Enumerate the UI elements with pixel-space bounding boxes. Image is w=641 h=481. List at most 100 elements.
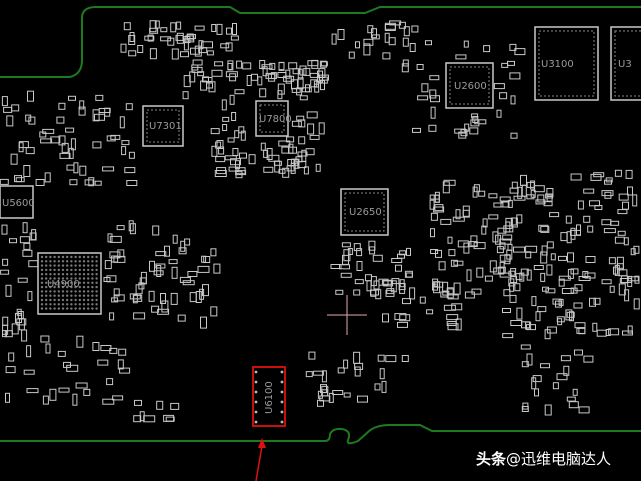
smd-part [214, 61, 224, 67]
bga-pad [61, 268, 65, 272]
smd-part [144, 35, 155, 41]
smd-part [180, 51, 189, 58]
smd-part [369, 246, 376, 255]
bga-pad [45, 294, 48, 297]
smd-part [432, 278, 439, 287]
smd-part [220, 43, 230, 49]
bga-pad [57, 277, 60, 280]
smd-part [416, 64, 424, 70]
smd-part [270, 72, 277, 80]
smd-part [496, 109, 502, 118]
bga-pad [40, 268, 44, 272]
smd-part [522, 402, 529, 410]
smd-part [11, 323, 19, 335]
bga-pad [87, 303, 90, 306]
smd-part [214, 170, 227, 177]
smd-part [10, 153, 18, 165]
chip-u3100[interactable]: U3100 [534, 26, 599, 101]
smd-part [499, 242, 506, 250]
smd-part [590, 173, 602, 181]
bga-pad [82, 307, 86, 310]
bga-pad [78, 290, 82, 293]
smd-part [469, 127, 479, 135]
smd-part [384, 24, 396, 31]
smd-part [471, 113, 479, 119]
smd-part [155, 251, 167, 257]
smd-part [474, 119, 487, 125]
smd-part [633, 245, 640, 254]
smd-part [277, 83, 285, 95]
smd-part [44, 172, 51, 183]
smd-part [556, 373, 568, 381]
smd-part [299, 65, 307, 76]
smd-part [314, 83, 320, 93]
chip-u3100b[interactable]: U3 [610, 26, 641, 101]
smd-part [576, 224, 581, 236]
smd-part [97, 359, 109, 366]
smd-part [225, 71, 238, 78]
smd-part [148, 290, 155, 302]
bga-pad [91, 273, 94, 276]
smd-part [154, 20, 160, 29]
smd-part [50, 136, 61, 144]
smd-part [411, 25, 419, 33]
bga-pad [45, 268, 48, 272]
smd-part [283, 75, 295, 82]
smd-part [592, 322, 598, 332]
chip-u4900[interactable]: U4900 [37, 252, 102, 315]
smd-part [238, 126, 245, 134]
bga-pad [82, 303, 86, 306]
bga-pad [78, 281, 82, 284]
smd-part [560, 355, 571, 362]
chip-u2600[interactable]: U2600 [445, 62, 494, 109]
smd-part [442, 181, 450, 194]
smd-part [544, 329, 551, 340]
chip-u7301[interactable]: U7301 [142, 105, 184, 147]
bga-pad [61, 273, 65, 276]
smd-part [446, 321, 457, 326]
smd-part [251, 73, 258, 81]
bga-pad [49, 298, 52, 302]
smd-part [614, 236, 625, 244]
bga-pad [40, 260, 44, 263]
bga-pad [66, 307, 69, 310]
smd-part [149, 20, 157, 33]
smd-part [320, 384, 327, 394]
smd-part [213, 263, 221, 274]
smd-part [297, 151, 308, 157]
smd-part [259, 60, 266, 69]
smd-part [537, 194, 545, 203]
smd-part [433, 194, 440, 203]
bga-pad [95, 307, 98, 310]
smd-part [200, 80, 208, 91]
smd-part [95, 94, 104, 101]
bga-pad [49, 268, 52, 272]
smd-part [235, 167, 246, 175]
chip-u5600[interactable]: U5600 [0, 185, 35, 219]
smd-part [510, 95, 516, 105]
chip-u7800[interactable]: U7800 [255, 100, 292, 137]
smd-part [191, 64, 199, 71]
chip-u6100-highlighted[interactable]: U6100 [252, 366, 286, 427]
bga-pad [82, 294, 86, 297]
smd-part [511, 217, 518, 228]
smd-part [128, 220, 134, 232]
bga-pad [95, 303, 98, 306]
bga-pad [66, 268, 69, 272]
smd-part [170, 292, 178, 305]
smd-part [149, 260, 155, 272]
smd-part [521, 361, 529, 368]
smd-part [303, 67, 311, 76]
smd-part [79, 165, 87, 176]
bga-pad [57, 303, 60, 306]
bga-pad [57, 273, 60, 276]
crosshair-cursor [327, 295, 367, 335]
bga-pad [87, 307, 90, 310]
smd-part [627, 325, 633, 334]
smd-part [288, 146, 297, 154]
bga-pad [78, 268, 82, 272]
chip-u2650[interactable]: U2650 [340, 188, 389, 236]
smd-part [226, 27, 232, 35]
smd-part [296, 87, 303, 96]
